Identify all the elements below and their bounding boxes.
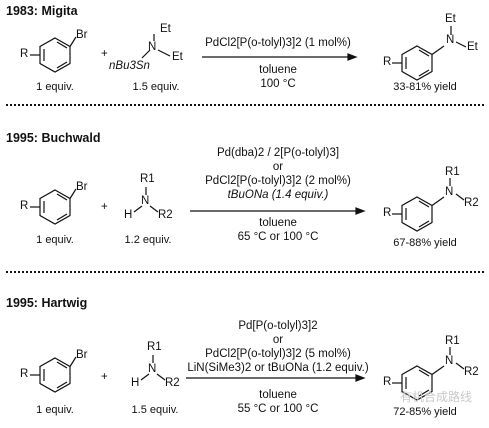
plus-sign: + — [101, 371, 108, 383]
section-title-buchwald: 1995: Buchwald — [6, 131, 101, 145]
watermark: 有机合成路线 — [400, 390, 473, 404]
conditions-line-5: toluene — [259, 217, 297, 229]
product-et-right: Et — [467, 41, 478, 53]
product-r-label: R — [383, 207, 392, 219]
conditions-line-4: LiN(SiMe3)2 or tBuONa (1.2 equiv.) — [187, 362, 369, 374]
plus-sign: + — [101, 48, 108, 60]
conditions-line-2: or — [272, 334, 284, 346]
r-substituent-label: R — [20, 48, 29, 60]
plus-sign: + — [101, 201, 108, 213]
conditions-line-2: toluene — [259, 64, 297, 76]
product-n-label: N — [446, 34, 455, 46]
product-n-label: N — [445, 355, 454, 367]
conditions-line-1: Pd(dba)2 / 2[P(o-tolyl)3] — [216, 147, 340, 159]
yield-label: 72-85% yield — [393, 406, 457, 418]
product-r1-label: R1 — [445, 335, 460, 347]
r1-label: R1 — [147, 341, 162, 353]
conditions-line-5: toluene — [259, 389, 297, 401]
conditions-line-1: Pd[P(o-tolyl)3]2 — [238, 320, 318, 332]
r1-label: R1 — [140, 173, 155, 185]
conditions-line-3: PdCl2[P(o-tolyl)3]2 (2 mol%) — [205, 175, 351, 187]
bromine-label: Br — [76, 349, 88, 361]
product-et-top: Et — [445, 13, 456, 25]
conditions-line-6: 55 °C or 100 °C — [237, 403, 319, 415]
product-n-label: N — [445, 186, 454, 198]
conditions-line-1: PdCl2[P(o-tolyl)3]2 (1 mol%) — [205, 37, 351, 49]
r2-label: R2 — [165, 377, 180, 389]
conditions-line-6: 65 °C or 100 °C — [237, 231, 319, 243]
r2-label: R2 — [158, 209, 173, 221]
ethyl-bottom-label: Et — [172, 51, 183, 63]
hydrogen-label: H — [124, 209, 133, 221]
conditions-line-3: 100 °C — [260, 78, 296, 90]
reagent-equiv-label: 1.5 equiv. — [131, 404, 179, 416]
conditions-line-3: PdCl2[P(o-tolyl)3]2 (5 mol%) — [205, 348, 351, 360]
reagent-equiv-label: 1.2 equiv. — [124, 234, 172, 246]
r-substituent-label: R — [20, 368, 29, 380]
ethyl-top-label: Et — [160, 23, 171, 35]
product-r2-label: R2 — [464, 197, 479, 209]
nitrogen-label: N — [148, 41, 157, 53]
nitrogen-label: N — [148, 363, 157, 375]
product-r2-label: R2 — [464, 366, 479, 378]
yield-label: 67-88% yield — [393, 237, 457, 249]
section-title-hartwig: 1995: Hartwig — [6, 296, 88, 310]
aryl-equiv-label: 1 equiv. — [36, 81, 74, 93]
section-title-migita: 1983: Migita — [6, 4, 78, 18]
product-r-label: R — [383, 56, 392, 68]
conditions-line-2: or — [272, 161, 284, 173]
product-r-label: R — [383, 376, 392, 388]
section-divider — [6, 271, 484, 273]
conditions-line-4: tBuONa (1.4 equiv.) — [227, 189, 329, 201]
bromine-label: Br — [76, 29, 88, 41]
aryl-equiv-label: 1 equiv. — [36, 234, 74, 246]
reagent-equiv-label: 1.5 equiv. — [132, 81, 180, 93]
nitrogen-label: N — [141, 195, 150, 207]
product-r1-label: R1 — [445, 166, 460, 178]
section-divider — [6, 104, 484, 106]
r-substituent-label: R — [20, 200, 29, 212]
hydrogen-label: H — [131, 377, 140, 389]
tin-reagent-label: nBu3Sn — [109, 60, 150, 72]
aryl-equiv-label: 1 equiv. — [36, 404, 74, 416]
yield-label: 33-81% yield — [393, 81, 457, 93]
bromine-label: Br — [76, 181, 88, 193]
